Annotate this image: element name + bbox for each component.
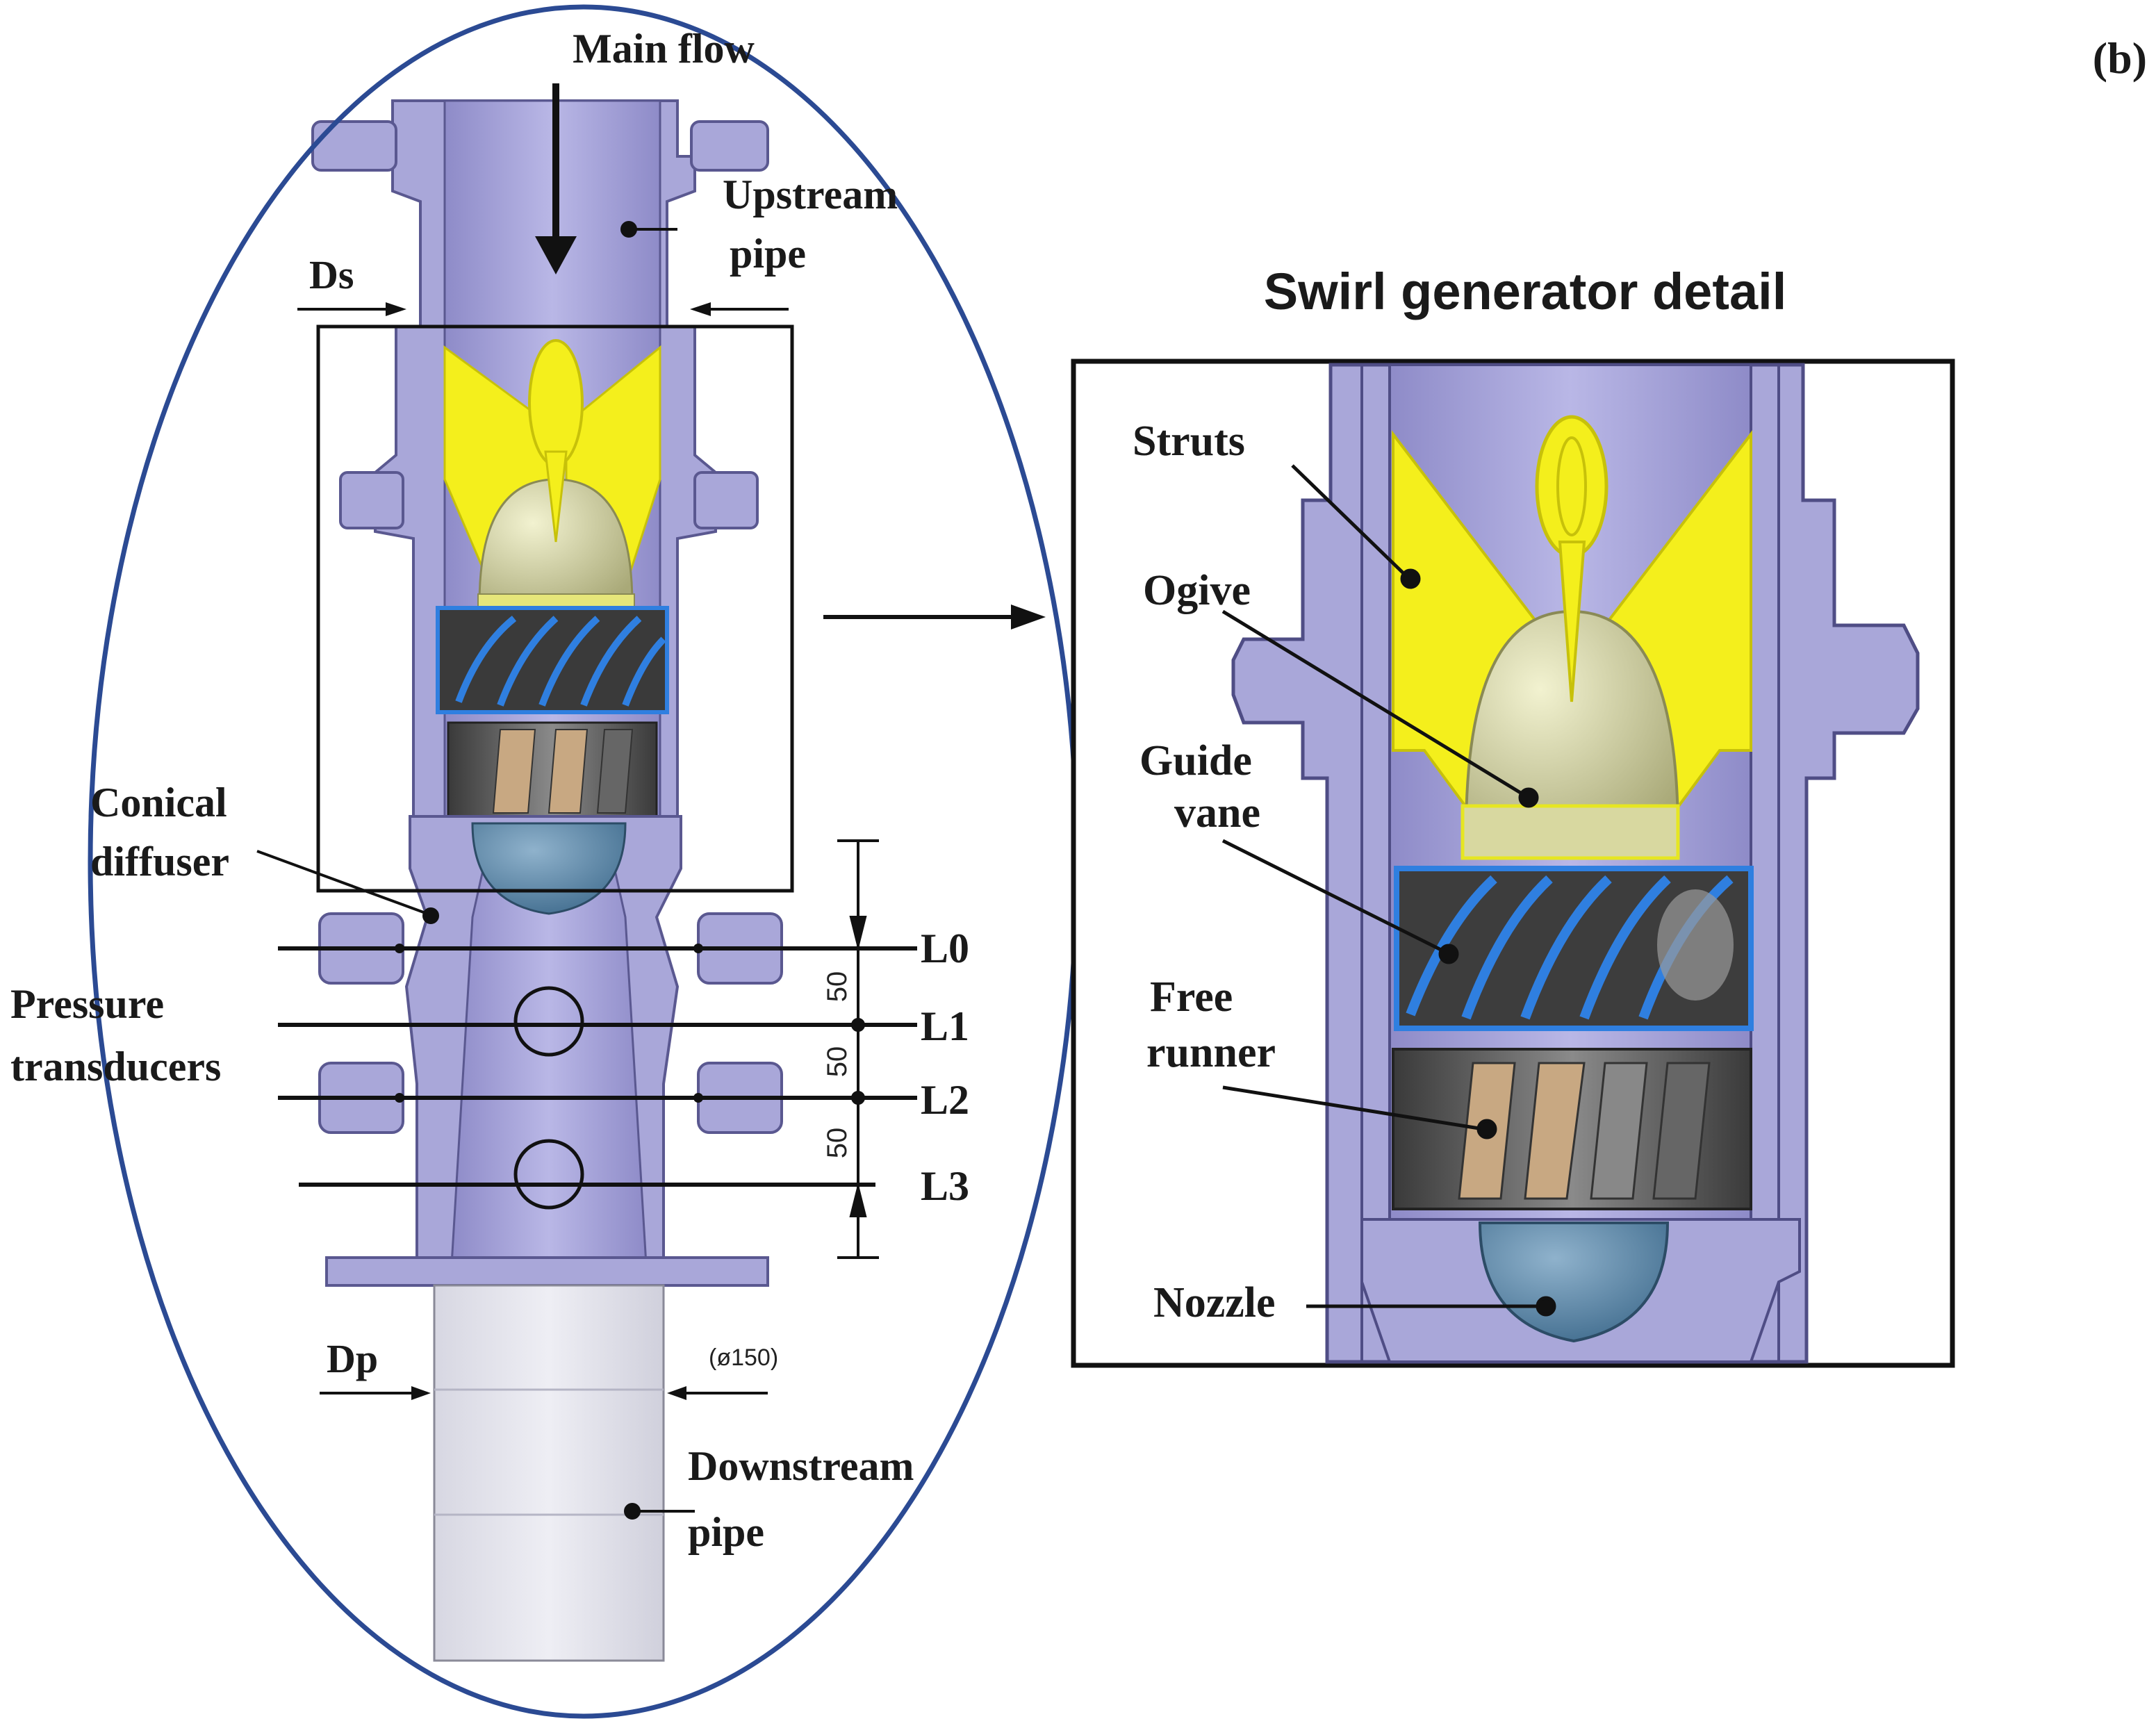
detail-runner-blades: [1458, 1062, 1711, 1200]
free-runner-label-1: Free: [1150, 973, 1233, 1021]
nozzle-label: Nozzle: [1153, 1279, 1276, 1326]
window-port-2: [513, 1139, 584, 1210]
detail-title: Swirl generator detail: [1264, 263, 1787, 320]
dim-label-1: 50: [822, 971, 853, 1003]
upstream-pipe-label-1: Upstream: [723, 172, 898, 217]
guide-vane-label-1: Guide: [1139, 737, 1252, 784]
ogive-label: Ogive: [1143, 567, 1251, 614]
top-flange-left: [311, 120, 397, 172]
ogive-tip-stem: [544, 450, 568, 543]
dim-label-2: 50: [822, 1046, 853, 1078]
bottom-flange: [325, 1256, 769, 1287]
upstream-pipe-label-2: pipe: [730, 231, 806, 277]
l0-label: L0: [921, 925, 969, 971]
guide-vane-label-2: vane: [1174, 789, 1260, 837]
detail-callout-box: [316, 324, 794, 893]
runner-blades: [492, 729, 634, 814]
detail-ogive-base: [1460, 804, 1680, 860]
measurement-lines: [278, 946, 917, 1187]
l3-label: L3: [921, 1163, 969, 1209]
dimension-line: [837, 839, 879, 1259]
l2-label: L2: [921, 1077, 969, 1123]
swirl-generator-detail: Swirl generator detail: [1071, 263, 1955, 1368]
diffuser-bore: [450, 853, 648, 1266]
downstream-pipe: [433, 1284, 665, 1662]
dp-label: Dp: [327, 1336, 378, 1381]
dp-size-label: (ø150): [709, 1344, 778, 1371]
conical-diffuser-label-1: Conical: [90, 780, 227, 825]
dim-label-3: 50: [822, 1128, 853, 1159]
mid-flange-right: [693, 471, 759, 529]
detail-nozzle: [1478, 1221, 1670, 1343]
mid-flange-left: [339, 471, 404, 529]
rig-assembly: [88, 4, 1080, 1719]
top-flange-right: [690, 120, 769, 172]
main-flow-label: Main flow: [573, 26, 755, 72]
struts-label: Struts: [1133, 418, 1245, 465]
ds-label: Ds: [309, 252, 354, 297]
left-labels: Main flow Upstream pipe Ds Conical diffu…: [10, 26, 969, 1555]
pressure-transducers-label-2: transducers: [10, 1044, 221, 1089]
panel-label: (b): [2093, 33, 2147, 83]
downstream-pipe-label-1: Downstream: [688, 1443, 914, 1489]
l1-label: L1: [921, 1003, 969, 1049]
conical-diffuser-label-2: diffuser: [90, 839, 229, 884]
free-runner-label-2: runner: [1146, 1029, 1276, 1076]
ogive-tip: [528, 339, 584, 467]
downstream-pipe-label-2: pipe: [688, 1509, 764, 1555]
guide-vane-blades: [455, 616, 666, 707]
window-port-1: [513, 986, 584, 1057]
pressure-transducers-label-1: Pressure: [10, 981, 164, 1027]
